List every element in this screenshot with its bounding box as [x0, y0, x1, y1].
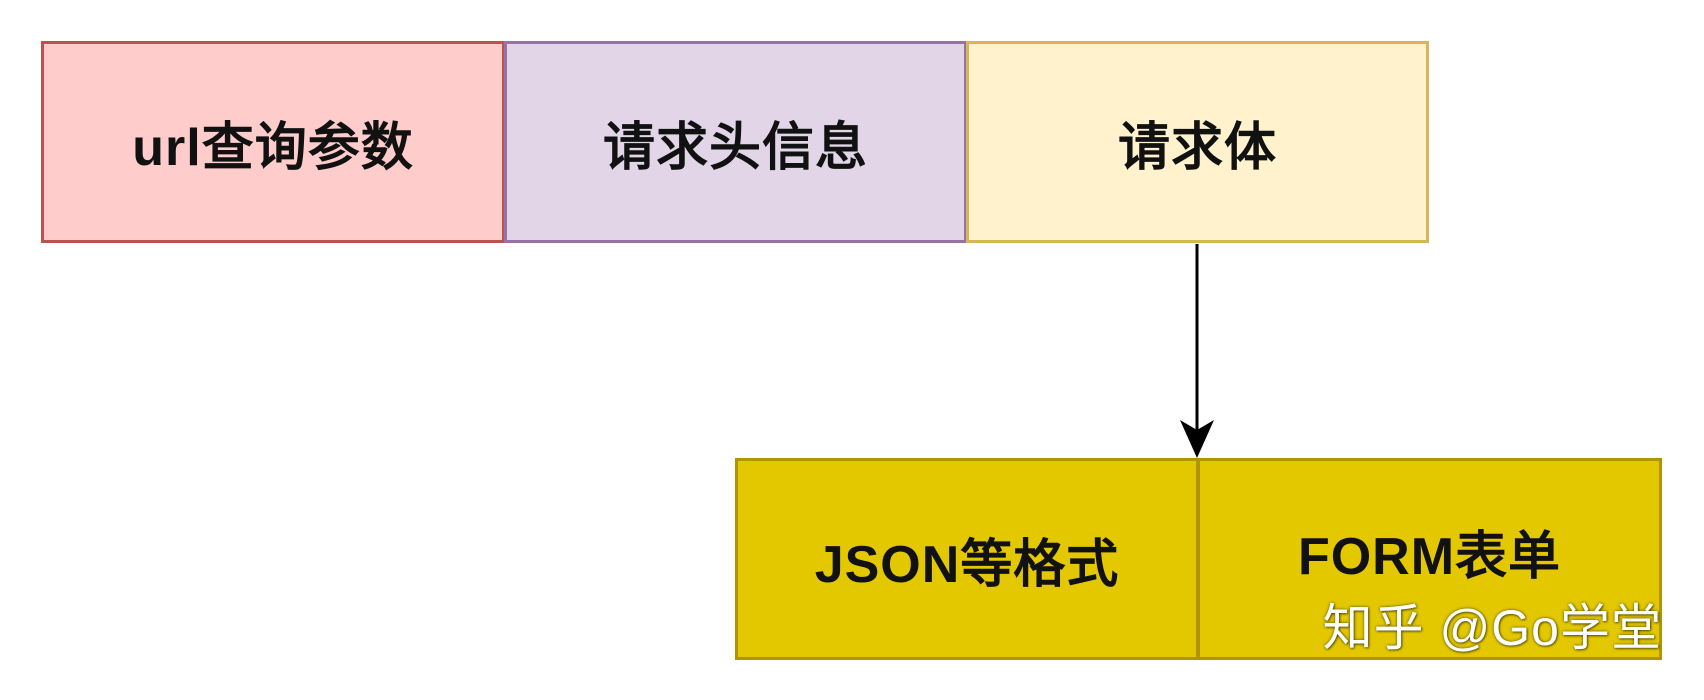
- request-body-box: 请求体: [966, 41, 1429, 243]
- request-body-label: 请求体: [1117, 118, 1277, 177]
- url-query-params-label: url查询参数: [132, 118, 414, 177]
- form-label: FORM表单: [1297, 527, 1562, 586]
- request-header-label: 请求头信息: [602, 118, 868, 177]
- form-box: FORM表单: [1197, 458, 1662, 660]
- arrow-head: [1180, 420, 1214, 458]
- json-format-label: JSON等格式: [814, 535, 1120, 594]
- request-header-box: 请求头信息: [504, 41, 967, 243]
- url-query-params-box: url查询参数: [41, 41, 505, 243]
- json-format-box: JSON等格式: [735, 458, 1199, 660]
- watermark: 知乎 @Go学堂: [1322, 600, 1662, 656]
